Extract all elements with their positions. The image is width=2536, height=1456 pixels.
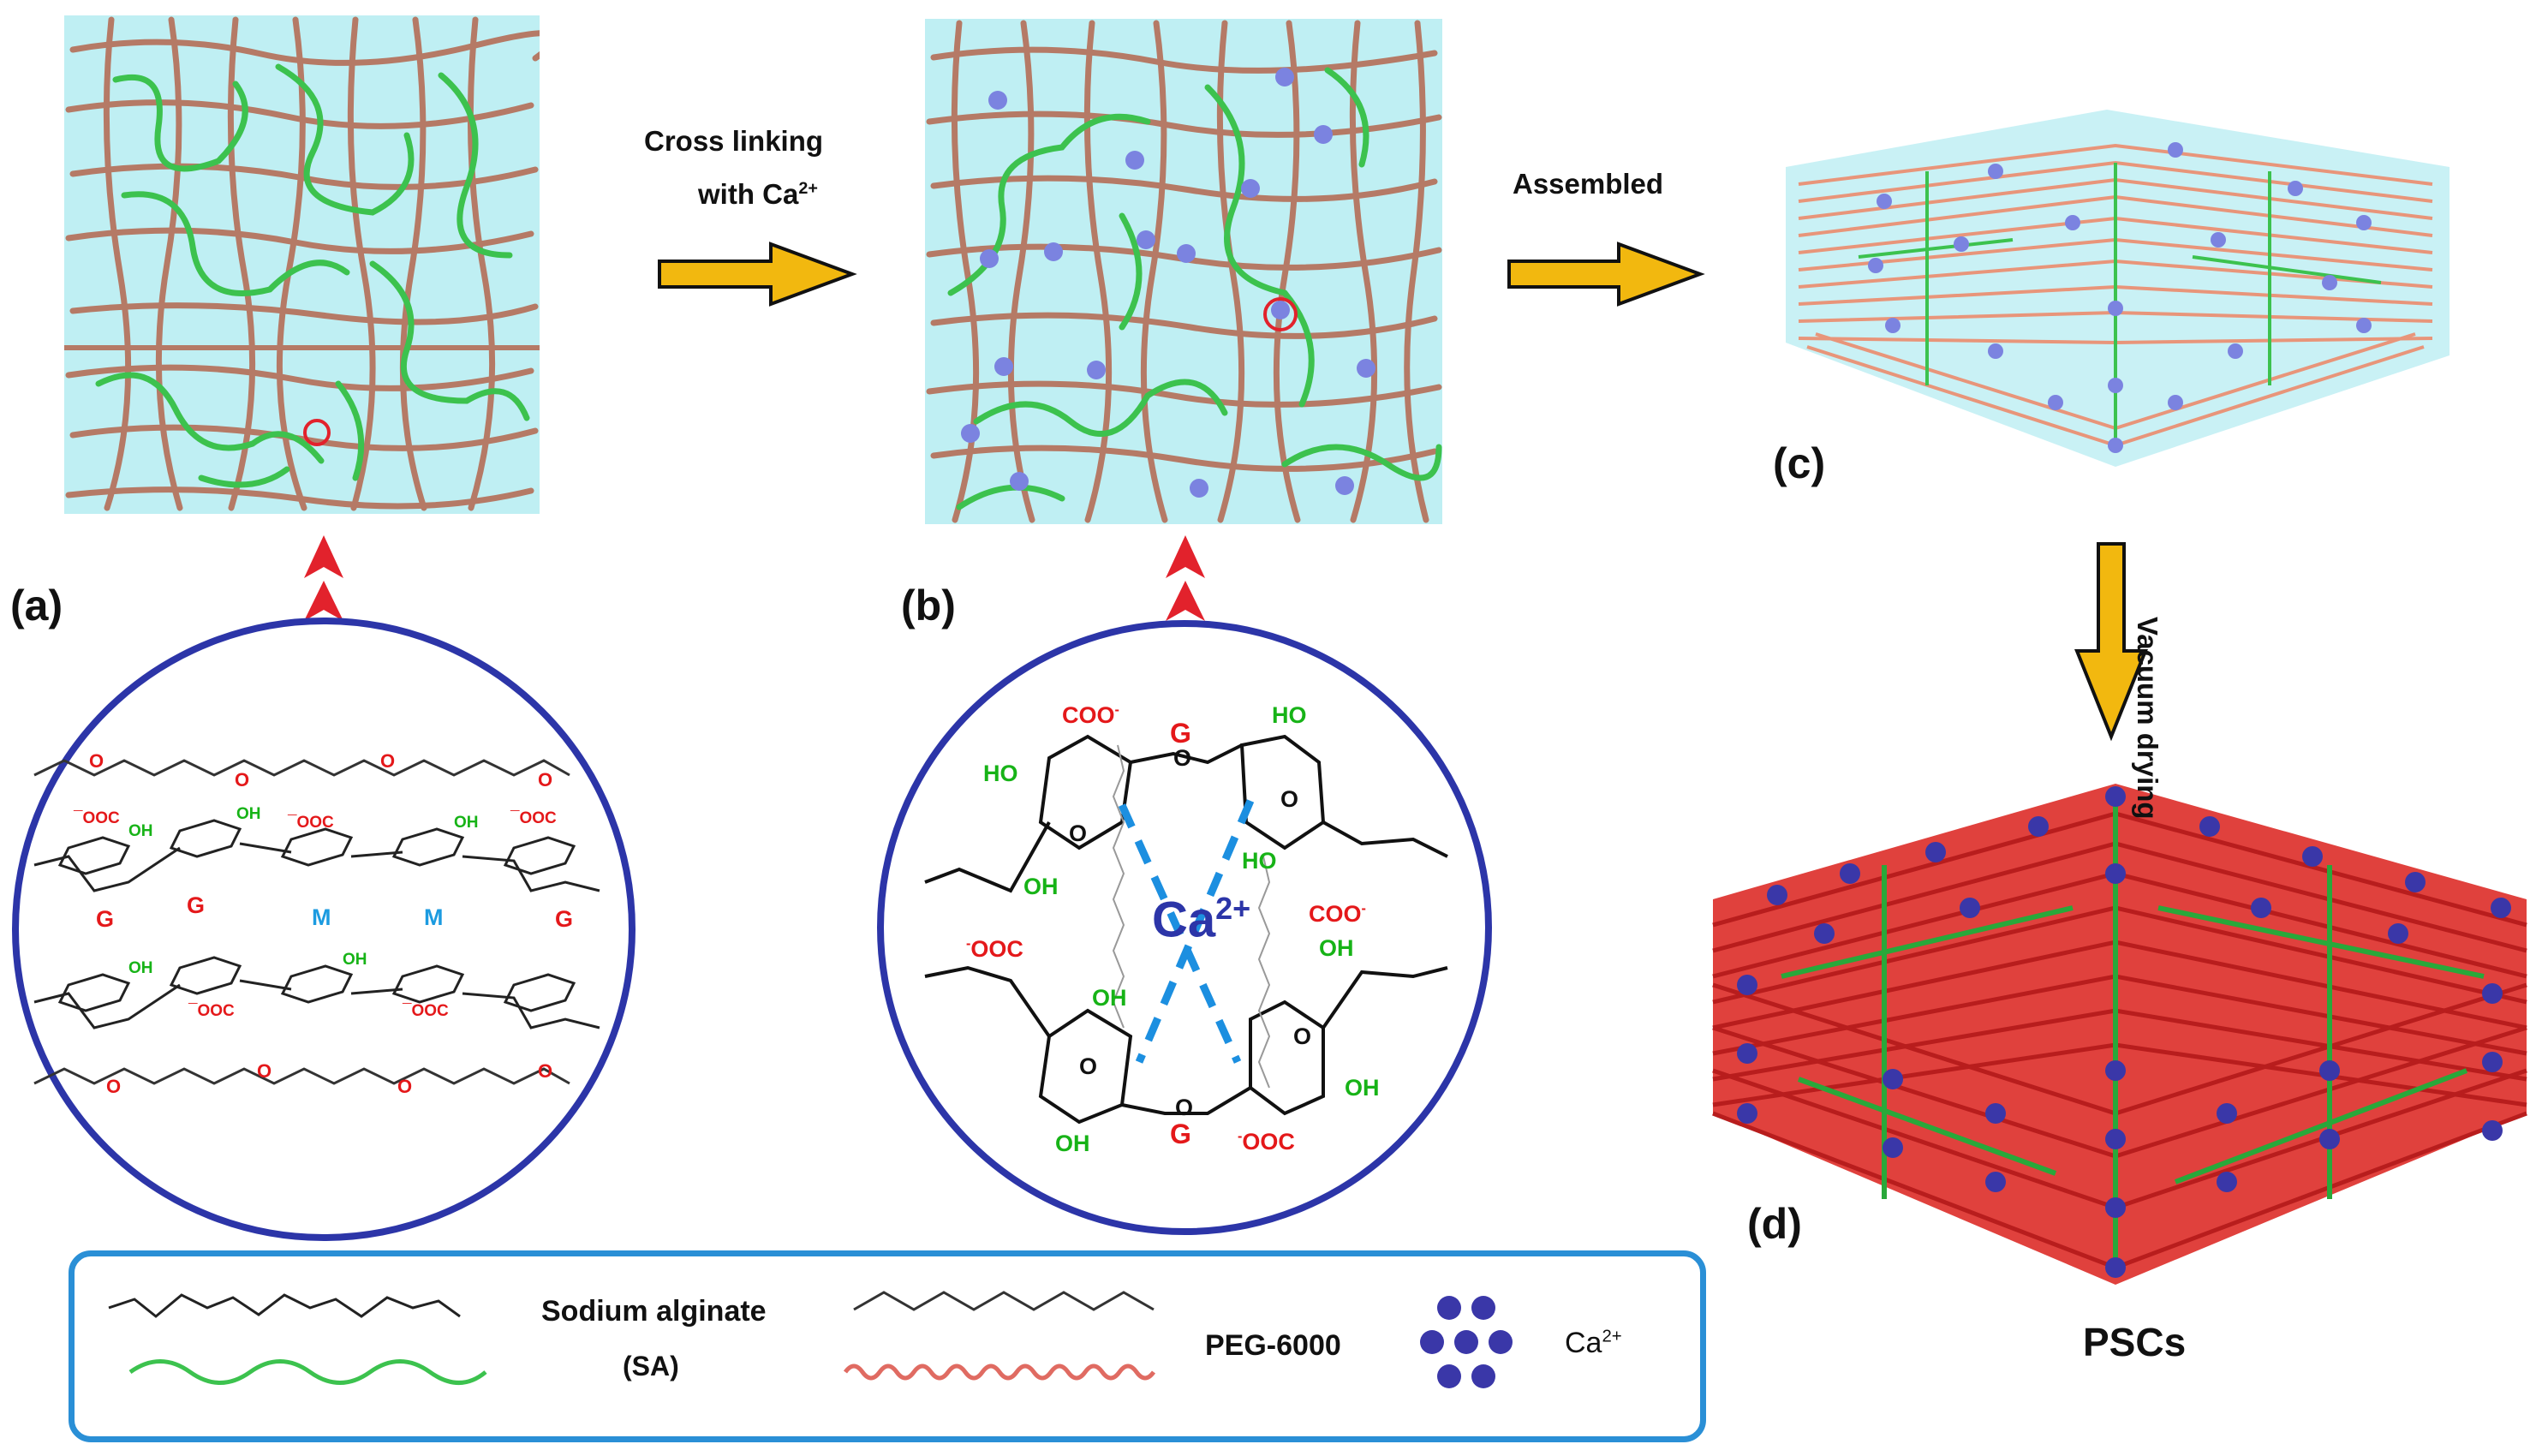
oh-label: OH (128, 959, 153, 977)
coo-label: COO- (1062, 702, 1119, 728)
network-panel-b (925, 19, 1442, 524)
coordination-bonds (1118, 799, 1255, 1064)
oh-label: OH (343, 951, 367, 969)
legend-sa-strand-icon (128, 1359, 487, 1385)
ooc-label: ¯OOC (510, 809, 557, 827)
panel-label-d: (d) (1747, 1200, 1802, 1248)
oxygen-label: O (1173, 745, 1192, 771)
legend-peg-structure-icon (853, 1291, 1155, 1311)
network-a-strands (62, 16, 558, 511)
oh-label: OH (1055, 1131, 1090, 1156)
guluronate-label: G (555, 906, 574, 932)
panel-label-a: (a) (10, 582, 63, 630)
oh-label: OH (1092, 985, 1127, 1011)
ooc-label: -OOC (1238, 1129, 1295, 1155)
svg-text:O: O (538, 769, 552, 791)
oh-label: OH (1023, 874, 1059, 899)
guluronate-label: G (1170, 718, 1191, 749)
oxygen-label: O (1079, 1053, 1098, 1079)
panel-label-c: (c) (1773, 439, 1826, 487)
legend-calcium-icon (1420, 1296, 1513, 1388)
mannuronate-label: M (312, 904, 331, 930)
calcium-ion-label: Ca2+ (1152, 891, 1251, 948)
oh-label: OH (236, 805, 261, 823)
step-label-vacuum-drying: Vacuum drying (2132, 617, 2163, 820)
step-label-crosslink-ion: with Ca2+ (698, 178, 818, 210)
ho-label: HO (983, 761, 1018, 786)
ooc-label: ¯OOC (74, 809, 120, 827)
svg-text:O: O (538, 1060, 552, 1082)
oxygen-label: O (1293, 1023, 1312, 1049)
svg-text:O: O (397, 1076, 412, 1097)
oh-label: OH (454, 814, 479, 832)
ho-label: HO (1242, 848, 1277, 874)
oxygen-label: O (1069, 820, 1088, 846)
guluronate-label: G (96, 906, 115, 932)
svg-text:O: O (89, 750, 104, 772)
ooc-label: ¯OOC (403, 1002, 449, 1020)
network-b-strands (926, 20, 1442, 523)
svg-text:O: O (106, 1076, 121, 1097)
network-panel-a (62, 15, 558, 514)
ooc-label: -OOC (966, 936, 1023, 962)
legend-sa-label: Sodium alginate (541, 1295, 767, 1328)
ooc-label: ¯OOC (188, 1002, 235, 1020)
svg-text:O: O (235, 769, 249, 791)
guluronate-label: G (1170, 1119, 1191, 1149)
oh-label: OH (1345, 1075, 1380, 1101)
product-label: PSCs (2083, 1320, 2187, 1364)
legend-symbols (108, 1291, 1513, 1388)
oh-label: OH (1319, 935, 1354, 961)
legend-peg-label: PEG-6000 (1205, 1329, 1341, 1362)
legend-calcium-label: Ca2+ (1565, 1327, 1622, 1359)
oxygen-label: O (1175, 1095, 1194, 1120)
ooc-label: ¯OOC (288, 814, 334, 832)
panel-label-b: (b) (901, 582, 956, 630)
legend-peg-strand-icon (843, 1364, 1156, 1381)
svg-text:O: O (380, 750, 395, 772)
mannuronate-label: M (424, 904, 444, 930)
legend-box: Sodium alginate (SA) PEG-6000 Ca2+ (69, 1250, 1706, 1442)
crosslink-marker-b (1263, 297, 1298, 331)
calcium-ions-b (961, 68, 1375, 498)
oxygen-label: O (1280, 786, 1299, 812)
crosslink-marker-a (303, 419, 331, 446)
coo-label: COO- (1309, 901, 1366, 927)
ho-label: HO (1272, 702, 1307, 728)
oh-label: OH (128, 822, 153, 840)
legend-sa-abbrev: (SA) (623, 1351, 679, 1381)
legend-sa-structure-icon (108, 1293, 461, 1318)
guluronate-label: G (187, 892, 206, 918)
step-label-assembled: Assembled (1513, 168, 1664, 200)
svg-text:O: O (257, 1060, 272, 1082)
step-label-crosslink: Cross linking (644, 125, 824, 157)
